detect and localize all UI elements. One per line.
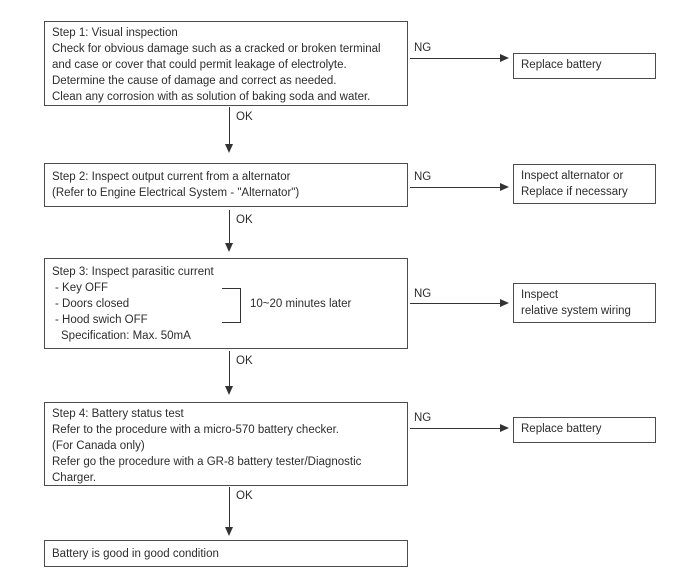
step3-ok-arrowhead-down-icon <box>225 386 233 395</box>
step2-ok-arrow-line <box>229 210 230 244</box>
step4-ng-arrow-line <box>410 428 501 429</box>
step2-ng-arrowhead-right-icon <box>500 183 509 191</box>
step3-bracket-note: 10~20 minutes later <box>250 298 352 310</box>
step1-text-line: and case or cover that could permit leak… <box>52 59 347 71</box>
step2-title: Step 2: Inspect output current from a al… <box>52 171 291 183</box>
step1-ng-arrow-line <box>410 58 501 59</box>
step3-ng-label: NG <box>414 288 432 300</box>
result-text-line: Replace battery <box>521 423 602 435</box>
step3-ok-label: OK <box>236 355 253 367</box>
step3-title: Step 3: Inspect parasitic current <box>52 266 214 278</box>
result-text-line: Replace battery <box>521 59 602 71</box>
step2-ng-label: NG <box>414 171 432 183</box>
result-text-line: relative system wiring <box>521 305 631 317</box>
step1-box: Step 1: Visual inspection Check for obvi… <box>44 21 408 106</box>
step3-ok-arrow-line <box>229 351 230 387</box>
step3-spec-line: Specification: Max. 50mA <box>61 330 191 342</box>
step3-list-item: - Hood swich OFF <box>55 314 148 326</box>
step1-ok-label: OK <box>236 111 253 123</box>
step3-box: Step 3: Inspect parasitic current - Key … <box>44 258 408 349</box>
step3-bracket-line <box>240 288 241 323</box>
step2-ok-label: OK <box>236 214 253 226</box>
step1-text-line: Clean any corrosion with as solution of … <box>52 91 371 103</box>
step3-bracket-top-tick <box>222 288 240 289</box>
step1-ng-result-box: Replace battery <box>513 53 656 79</box>
step4-ok-arrowhead-down-icon <box>225 527 233 536</box>
step4-text-line: Charger. <box>52 472 97 484</box>
final-result-text: Battery is good in good condition <box>52 548 219 560</box>
result-text-line: Replace if necessary <box>521 186 628 198</box>
step3-list-item: - Key OFF <box>55 282 109 294</box>
step1-ng-arrowhead-right-icon <box>500 54 509 62</box>
step1-title: Step 1: Visual inspection <box>52 27 178 39</box>
step3-ng-result-box: Inspect relative system wiring <box>513 283 656 323</box>
step2-ok-arrowhead-down-icon <box>225 243 233 252</box>
step4-ok-arrow-line <box>229 487 230 528</box>
final-result-box: Battery is good in good condition <box>44 540 408 567</box>
step1-ok-arrowhead-down-icon <box>225 144 233 153</box>
step4-ng-arrowhead-right-icon <box>500 424 509 432</box>
step1-text-line: Determine the cause of damage and correc… <box>52 75 337 87</box>
step4-title: Step 4: Battery status test <box>52 408 184 420</box>
step4-ng-label: NG <box>414 412 432 424</box>
step1-ng-label: NG <box>414 42 432 54</box>
step4-text-line: (For Canada only) <box>52 440 145 452</box>
step4-box: Step 4: Battery status test Refer to the… <box>44 402 408 486</box>
step1-text-line: Check for obvious damage such as a crack… <box>52 43 381 55</box>
step3-list-item: - Doors closed <box>55 298 130 310</box>
step3-ng-arrowhead-right-icon <box>500 299 509 307</box>
step2-ng-result-box: Inspect alternator or Replace if necessa… <box>513 164 656 204</box>
step2-text-line: (Refer to Engine Electrical System - "Al… <box>52 187 300 199</box>
step4-text-line: Refer go the procedure with a GR-8 batte… <box>52 456 362 468</box>
step4-ok-label: OK <box>236 490 253 502</box>
step3-ng-arrow-line <box>410 303 501 304</box>
step4-text-line: Refer to the procedure with a micro-570 … <box>52 424 340 436</box>
step2-box: Step 2: Inspect output current from a al… <box>44 163 408 207</box>
step4-ng-result-box: Replace battery <box>513 417 656 443</box>
step2-ng-arrow-line <box>410 187 501 188</box>
result-text-line: Inspect <box>521 289 559 301</box>
result-text-line: Inspect alternator or <box>521 170 624 182</box>
step3-bracket-bottom-tick <box>222 322 240 323</box>
step1-ok-arrow-line <box>229 107 230 145</box>
